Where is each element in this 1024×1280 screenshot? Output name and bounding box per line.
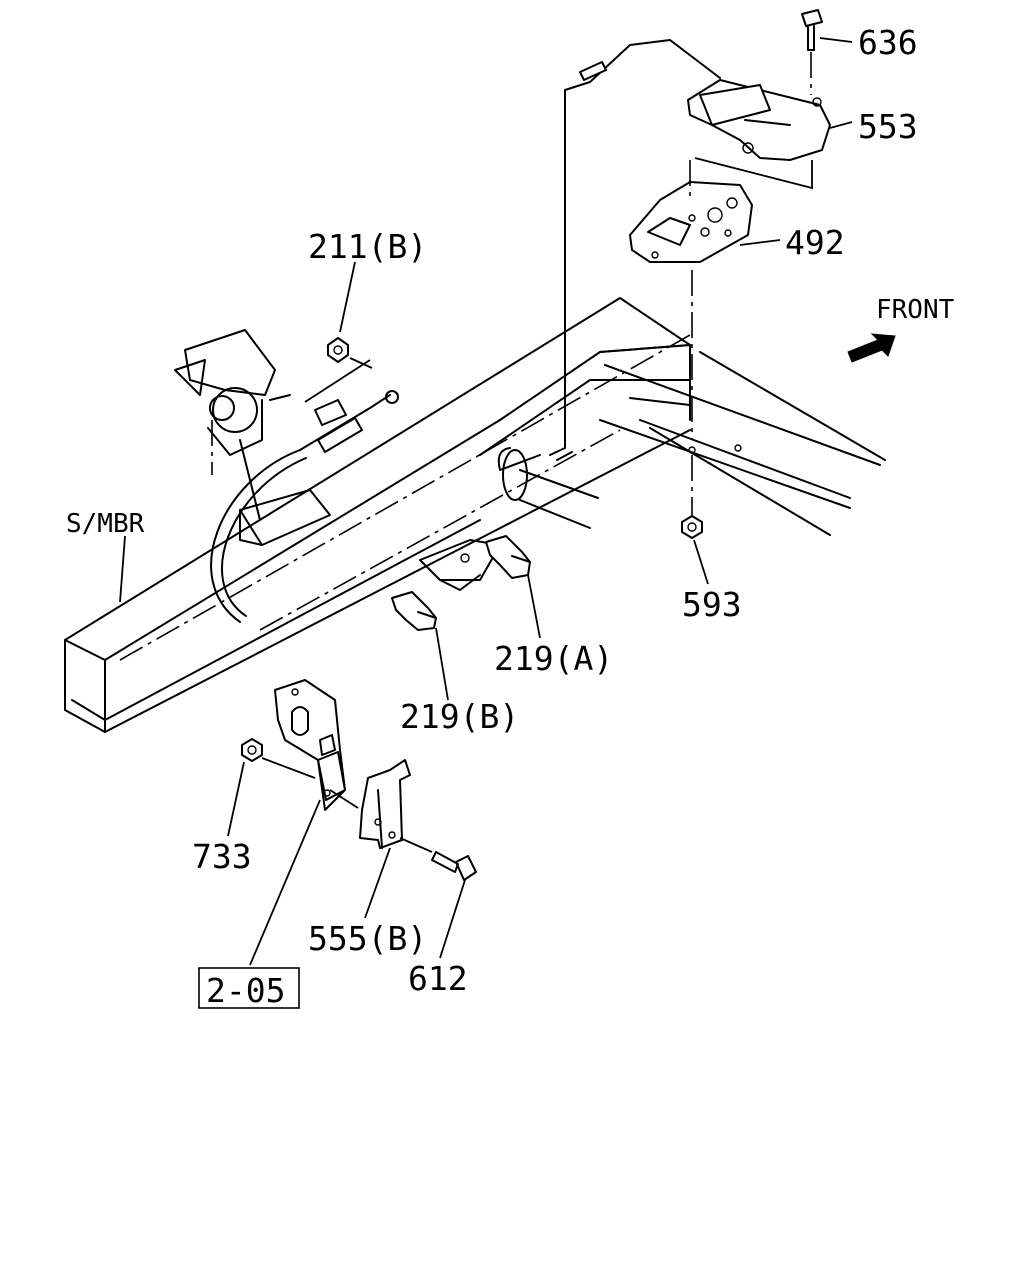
label-211b: 211(B): [308, 227, 427, 266]
front-arrow-icon: [847, 333, 896, 363]
actuator-cable: [549, 39, 721, 461]
label-219b: 219(B): [400, 697, 519, 736]
label-smbr: S/MBR: [66, 509, 145, 539]
leader-219a: [527, 574, 541, 639]
label-ref[interactable]: 2-05: [206, 971, 285, 1010]
side-member-rail: [64, 297, 886, 733]
part-219a-clip: [485, 535, 531, 579]
label-219a: 219(A): [494, 639, 613, 678]
leader-219b: [435, 627, 449, 701]
part-211b-nut: [327, 337, 373, 369]
brake-cable: [210, 359, 399, 623]
part-553-actuator: [687, 79, 831, 190]
lower-bracket-assembly: [241, 679, 477, 881]
part-492-plate: [629, 160, 753, 440]
label-733: 733: [192, 837, 252, 876]
label-636: 636: [858, 23, 918, 62]
part-593-nut: [681, 444, 742, 539]
label-553: 553: [858, 107, 918, 146]
leader-553: [829, 121, 853, 129]
leader-555b: [364, 847, 391, 919]
part-219b-clip: [391, 591, 437, 631]
ref-box[interactable]: [198, 967, 300, 1009]
label-612: 612: [408, 959, 468, 998]
leader-636: [819, 37, 853, 43]
leader-211b: [339, 261, 356, 333]
label-front: FRONT: [876, 295, 955, 325]
part-636-bolt: [801, 9, 823, 95]
label-555b: 555(B): [308, 919, 427, 958]
leader-492: [739, 239, 781, 246]
label-593: 593: [682, 585, 742, 624]
brake-lever-assembly: [174, 329, 331, 546]
leader-593: [693, 539, 709, 585]
label-492: 492: [785, 223, 845, 262]
leader-smbr: [119, 535, 126, 603]
leader-ref: [249, 799, 321, 966]
leader-733: [227, 761, 245, 837]
leader-612: [439, 879, 466, 959]
